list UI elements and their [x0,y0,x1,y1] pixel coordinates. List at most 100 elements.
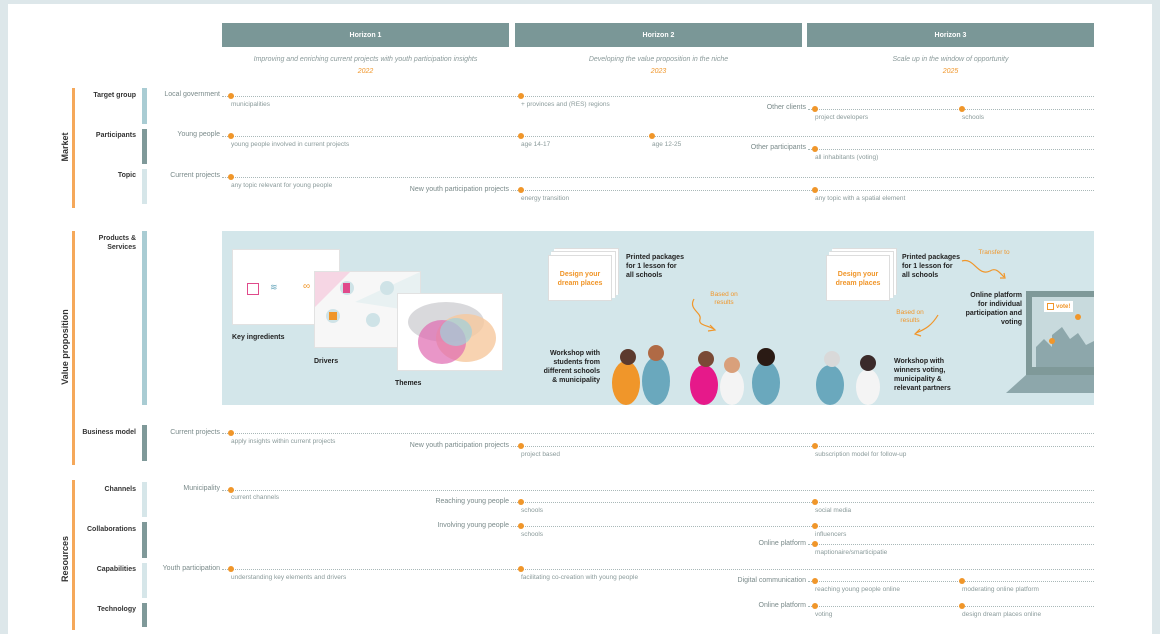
caption: design dream places online [962,611,1042,618]
timeline [808,581,1094,582]
caption: understanding key elements and drivers [231,574,347,581]
timeline [808,544,1094,545]
milestone-dot [518,523,524,529]
caption: age 12-25 [652,141,682,148]
sub-current-projects: Current projects [170,172,220,179]
printed-packages-h2: Printed packages for 1 lesson for all sc… [626,254,684,279]
vote-badge: vote! [1044,301,1074,313]
horizon-2-desc: Developing the value proposition in the … [588,56,729,63]
workshop-people-illustration [612,345,780,405]
caption: social media [815,507,852,514]
online-platform-text: Online platform for individual participa… [965,292,1022,326]
sub-reaching-young-people: Reaching young people [435,498,509,505]
products-services-panel: ≋ ∞ Key ingredients Drivers [222,231,1094,405]
horizon-2-header: Horizon 2 [515,23,802,47]
printed-packages-h3: Printed packages for 1 lesson for all sc… [902,254,960,279]
milestone-dot [518,133,524,139]
horizon-3-year: 2025 [942,68,959,75]
timeline [222,96,1094,97]
resources-section-bar [72,480,75,630]
milestone-dot [228,174,234,180]
milestone-dot [959,603,965,609]
timeline [222,433,1094,434]
milestone-dot [959,106,965,112]
caption: any topic relevant for young people [231,182,333,189]
horizon-2-year: 2023 [650,68,667,75]
sub-youth-participation: Youth participation [162,565,220,572]
milestone-dot [812,523,818,529]
package-title: Design your dream places [557,271,603,287]
drivers-label: Drivers [314,358,339,365]
milestone-dot [228,133,234,139]
row-capabilities-bar [142,563,147,598]
horizon-1-desc: Improving and enriching current projects… [253,56,478,63]
sub-local-government: Local government [164,91,220,98]
key-ingredients-label: Key ingredients [232,334,285,341]
row-technology: Technology [97,606,136,613]
milestone-dot [518,93,524,99]
roadmap-page: Horizon 1 Horizon 2 Horizon 3 Improving … [8,4,1152,634]
sub-online-platform: Online platform [758,540,806,547]
square-icon [247,283,259,295]
package-title: Design your dream places [835,271,881,287]
row-technology-bar [142,603,147,627]
caption: schools [962,114,985,121]
caption: energy transition [521,195,570,202]
caption: apply insights within current projects [231,438,336,445]
row-channels-bar [142,482,147,517]
horizon-1-header: Horizon 1 [222,23,509,47]
themes-label: Themes [395,380,422,387]
milestone-dot [518,443,524,449]
value-section-label: Value proposition [60,309,70,385]
themes-diagram [408,302,496,364]
caption: project based [521,451,561,458]
caption: young people involved in current project… [231,141,350,148]
caption: schools [521,531,544,538]
partners-people-illustration [816,351,880,405]
timeline [222,490,1094,491]
row-channels: Channels [104,486,136,493]
sub-bm-new-youth: New youth participation projects [409,442,509,449]
workshop-h2: Workshop with students from different sc… [543,350,600,384]
value-section-bar [72,231,75,465]
milestone-dot [228,487,234,493]
row-collaborations-bar [142,522,147,558]
caption: maptionaire/smarticipatie [815,549,888,556]
lines-icon: ≋ [270,282,278,292]
sub-other-participants: Other participants [750,144,806,151]
caption: + provinces and (RES) regions [521,101,610,108]
timeline [808,149,1094,150]
milestone-dot [812,499,818,505]
timeline [511,526,1094,527]
milestone-dot [228,430,234,436]
milestone-dot [812,146,818,152]
caption: any topic with a spatial element [815,195,906,202]
timeline [222,136,1094,137]
row-products-services: Products & Services [98,235,136,251]
caption: facilitating co-creation with young peop… [521,574,639,581]
milestone-dot [812,187,818,193]
resources-section-label: Resources [60,535,70,583]
package-card-h3: Design your dream places [826,255,890,301]
milestone-dot [812,578,818,584]
milestone-dot [812,106,818,112]
curved-arrow-icon [961,259,1006,279]
based-on-results-h2: Based on results [710,291,738,306]
package-card-h2: Design your dream places [548,255,612,301]
sub-involving-young-people: Involving young people [437,522,509,529]
milestone-dot [649,133,655,139]
sub-municipality: Municipality [183,485,220,492]
timeline [511,502,1094,503]
checkbox-icon [1047,303,1054,310]
timeline [511,190,1094,191]
timeline [808,606,1094,607]
curved-arrow-icon [913,314,939,337]
caption: all inhabitants (voting) [815,154,879,161]
milestone-dot [228,566,234,572]
workshop-h3: Workshop with winners voting, municipali… [894,358,951,392]
sub-online-platform-tech: Online platform [758,602,806,609]
row-participants-bar [142,129,147,164]
transfer-to: Transfer to [978,249,1010,256]
caption: age 14-17 [521,141,551,148]
sub-young-people: Young people [177,131,220,138]
